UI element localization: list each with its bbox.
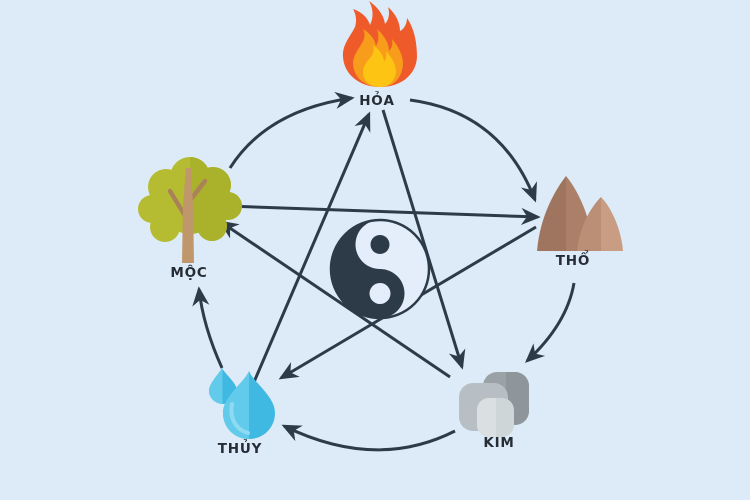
arrow-fire-to-metal-icon [381, 109, 466, 370]
water-label: THỦY [218, 438, 262, 457]
arrow-water-to-wood-icon [192, 286, 224, 369]
wood-label: MỘC [170, 263, 207, 281]
arrow-fire-to-earth-icon [409, 98, 537, 203]
arrow-earth-to-metal-icon [524, 282, 576, 363]
arrow-wood-to-fire-icon [228, 91, 355, 169]
fire-icon [342, 1, 417, 87]
mountain-icon [537, 176, 623, 251]
arrow-metal-to-wood-icon [218, 220, 451, 379]
arrow-water-to-fire-icon [252, 111, 371, 383]
tree-icon [138, 157, 242, 263]
fire-label: HỎA [359, 90, 395, 109]
arrow-metal-to-water-icon [281, 424, 456, 452]
outer-circle-arrows [192, 91, 576, 452]
arrow-wood-to-earth-icon [226, 204, 541, 225]
earth-label: THỔ [556, 249, 590, 269]
yin-yang-icon [329, 218, 431, 320]
water-drops-icon [209, 368, 275, 439]
metal-label: KIM [483, 435, 514, 451]
stones-icon [459, 372, 529, 437]
